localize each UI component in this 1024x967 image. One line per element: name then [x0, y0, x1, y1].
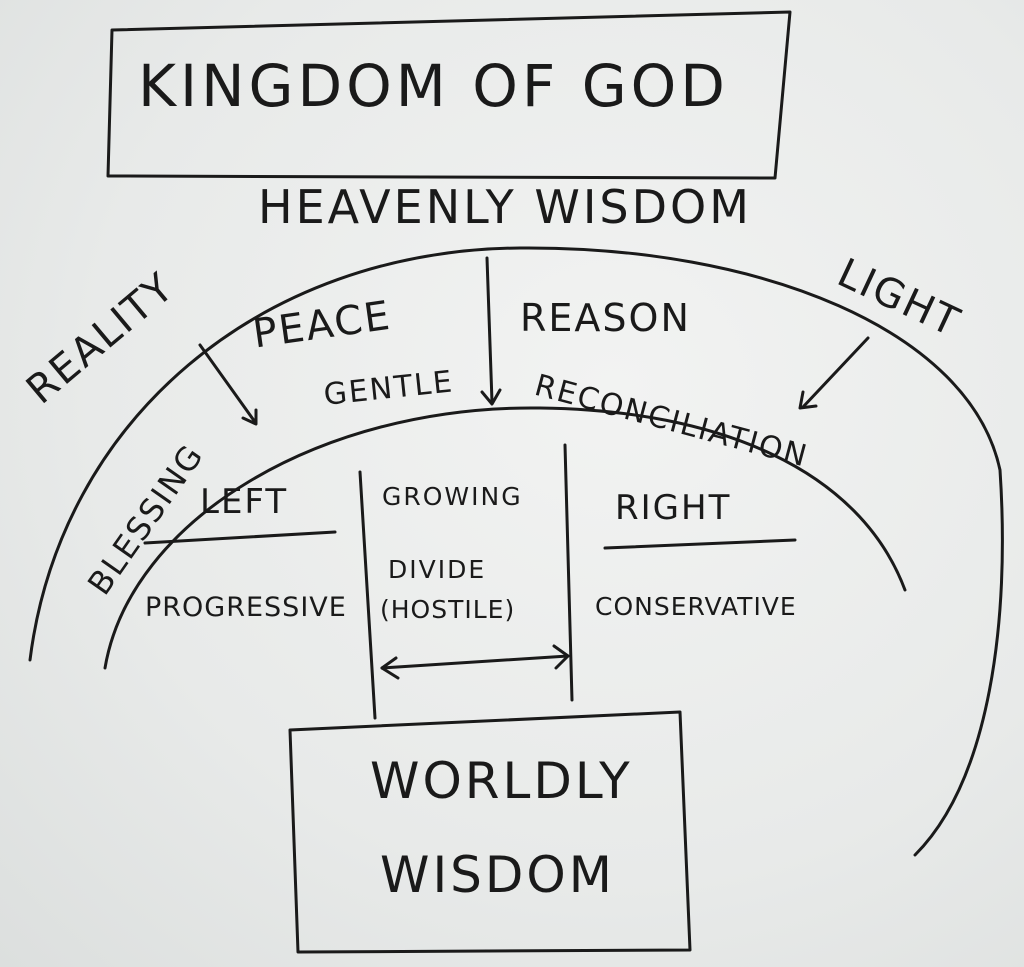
left-underline: [143, 530, 337, 545]
hostile-label: (HOSTILE): [380, 595, 516, 624]
wisdom-label: WISDOM: [380, 846, 615, 904]
reason-label: REASON: [520, 296, 691, 340]
right-divider: [563, 443, 574, 702]
kingdom-box: [106, 10, 792, 180]
kingdom-of-god-title: KINGDOM OF GOD: [138, 52, 729, 120]
left-heading: LEFT: [200, 482, 289, 522]
right-underline: [603, 538, 797, 550]
inner-arc: [103, 406, 907, 670]
conservative-label: CONSERVATIVE: [595, 592, 797, 621]
heavenly-wisdom-label: HEAVENLY WISDOM: [258, 180, 752, 234]
divide-arrow: [380, 654, 570, 670]
outer-arc: [28, 246, 1004, 857]
growing-label: GROWING: [382, 482, 523, 511]
heavenly-arrow: [485, 256, 494, 404]
divide-label: DIVIDE: [388, 555, 487, 584]
light-arrow: [801, 336, 870, 409]
reality-arrow: [198, 343, 257, 424]
progressive-label: PROGRESSIVE: [145, 592, 347, 623]
worldly-box: [288, 710, 692, 954]
right-heading: RIGHT: [615, 488, 732, 528]
left-divider: [358, 470, 377, 720]
worldly-label: WORLDLY: [370, 752, 633, 810]
